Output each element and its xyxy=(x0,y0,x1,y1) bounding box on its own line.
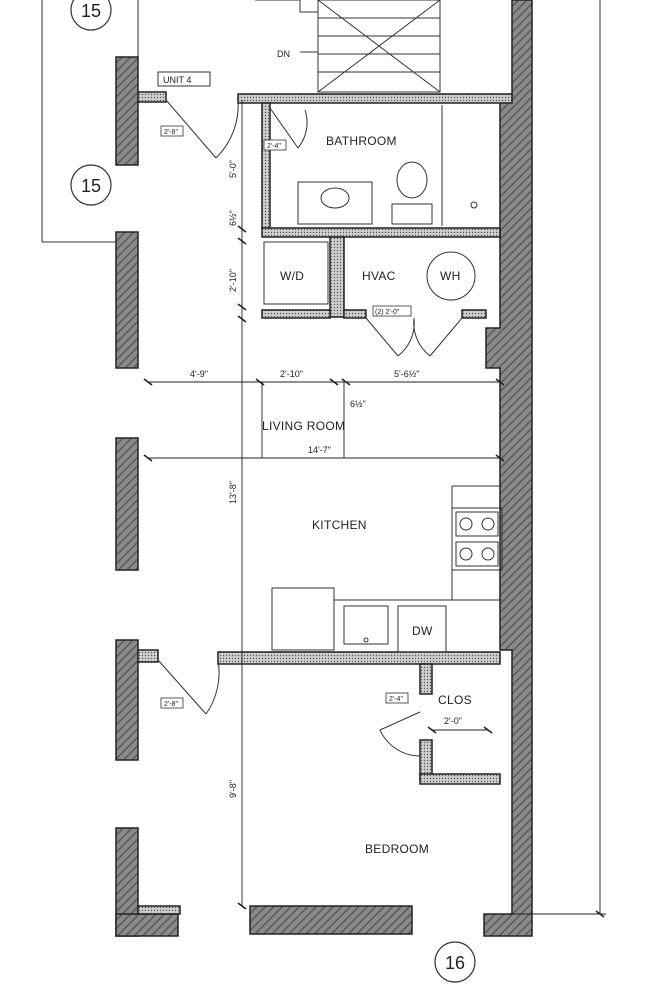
kitchen-fixtures xyxy=(271,485,503,653)
toilet-bowl xyxy=(396,161,428,199)
grid-bubble-left-label: 15 xyxy=(81,176,101,196)
toilet-tank xyxy=(391,203,433,225)
door-tag-boxes xyxy=(160,125,412,709)
corridor-outline xyxy=(41,0,139,243)
dim-partition-gap: 6½" xyxy=(350,399,366,409)
hvac-label: HVAC xyxy=(362,269,396,283)
dimension-lines xyxy=(143,0,606,918)
dim-closet-width: 2'-0" xyxy=(444,716,462,726)
wh-label: WH xyxy=(440,269,461,283)
dim-living-height: 13'-8" xyxy=(228,481,238,504)
grid-bubble-bottom-label: 16 xyxy=(445,953,465,973)
water-heater xyxy=(426,251,476,301)
exterior-walls xyxy=(115,0,533,937)
bathroom-fixtures xyxy=(297,105,478,226)
dim-width-wd: 2'-10" xyxy=(280,369,303,379)
washer-dryer xyxy=(263,241,329,305)
dim-hall-gap: 6½" xyxy=(228,210,238,226)
vanity xyxy=(297,181,373,225)
door-tag-bathroom: 2'-4" xyxy=(267,143,281,150)
dim-bath-height: 5'-0" xyxy=(228,160,238,178)
kitchen-label: KITCHEN xyxy=(312,518,367,532)
grid-bubble-top-label: 15 xyxy=(81,1,101,21)
grid-bubble-left xyxy=(70,164,112,206)
closet-label: CLOS xyxy=(438,693,472,707)
range xyxy=(451,507,503,571)
unit-label-box xyxy=(157,71,211,87)
grid-bubble-top xyxy=(70,0,112,31)
interior-walls xyxy=(137,91,513,915)
doors xyxy=(157,99,463,757)
dim-width-hvac: 5'-6½" xyxy=(394,369,419,379)
dw-label: DW xyxy=(412,624,433,638)
dim-width-left: 4'-9" xyxy=(190,369,208,379)
stairs xyxy=(255,0,441,93)
door-tag-hvac: (2) 2'-0" xyxy=(375,309,400,316)
utility-fixtures xyxy=(263,241,476,305)
stair-direction-label: DN xyxy=(277,49,290,59)
bathroom-label: BATHROOM xyxy=(326,134,397,148)
wd-label: W/D xyxy=(280,269,304,283)
grid-bubble-bottom xyxy=(434,941,476,983)
refrigerator xyxy=(271,587,335,651)
dim-bedroom-height: 9'-8" xyxy=(228,780,238,798)
sink xyxy=(320,187,350,209)
door-tag-closet: 2'-4" xyxy=(389,696,403,703)
living-room-label: LIVING ROOM xyxy=(262,419,345,433)
door-tag-bedroom: 2'-8" xyxy=(164,701,178,708)
kitchen-sink xyxy=(343,605,389,645)
door-tag-entry: 2'-8" xyxy=(164,129,178,136)
dim-wd-height: 2'-10" xyxy=(228,269,238,292)
bedroom-label: BEDROOM xyxy=(365,842,429,856)
unit-label: UNIT 4 xyxy=(163,75,191,85)
dim-overall-width: 14'-7" xyxy=(308,445,331,455)
